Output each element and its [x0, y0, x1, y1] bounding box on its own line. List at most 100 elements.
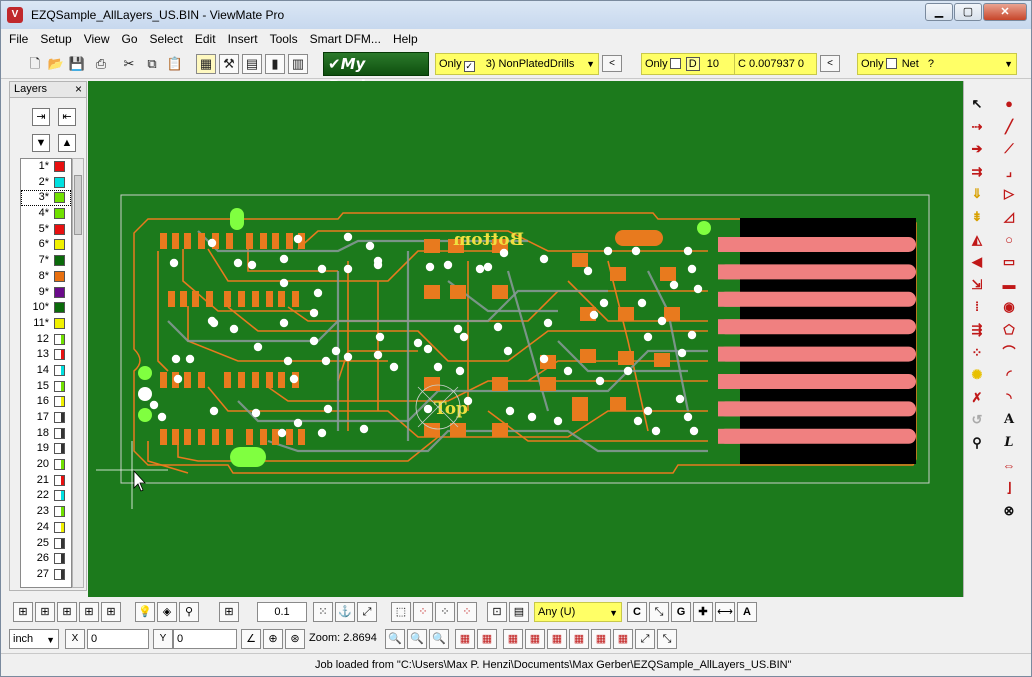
italic-text-icon[interactable]: L	[1004, 434, 1014, 450]
menu-edit[interactable]: Edit	[194, 32, 216, 46]
pin-icon[interactable]: ⚲	[179, 602, 199, 622]
expand-icon[interactable]: ⤡	[649, 602, 669, 622]
table-icon[interactable]: ▤	[509, 602, 529, 622]
layer-row[interactable]: 4*	[21, 206, 71, 222]
c-value[interactable]: C 0.007937 0	[734, 54, 804, 74]
origin-icon[interactable]: ⊛	[285, 629, 305, 649]
move-point-icon[interactable]: ⇢	[971, 118, 983, 134]
zoom-out-icon[interactable]: 🔍	[429, 629, 449, 649]
layer-color-swatch[interactable]	[54, 427, 65, 439]
layer-color-swatch[interactable]	[54, 255, 65, 267]
units-select[interactable]: inch ▼	[9, 629, 59, 649]
print-icon[interactable]: ⎙	[95, 56, 107, 71]
panel-2-icon[interactable]: ▦	[613, 629, 633, 649]
layer-row[interactable]: 8*	[21, 269, 71, 285]
light-bulb-icon[interactable]: 💡	[135, 602, 155, 622]
offset-icon[interactable]: ⇶	[971, 321, 983, 337]
mirror-icon[interactable]: ◭	[972, 231, 982, 247]
line-icon[interactable]: ╱	[1005, 118, 1013, 134]
layer-view-3-icon[interactable]: ⊞	[57, 602, 77, 622]
layer-color-swatch[interactable]	[54, 490, 65, 502]
layer-color-swatch[interactable]	[54, 521, 65, 533]
flash-icon[interactable]: ●	[1005, 96, 1013, 111]
menu-view[interactable]: View	[83, 32, 110, 46]
only-checkbox-2[interactable]	[669, 58, 681, 69]
measure-icon[interactable]: ⤢	[357, 602, 377, 622]
layer-color-swatch[interactable]	[54, 412, 65, 423]
layer-row[interactable]: 15	[21, 379, 71, 395]
scrollbar-thumb[interactable]	[74, 175, 82, 235]
layer-row[interactable]: 3*	[21, 190, 71, 207]
drill-4-icon[interactable]: ▦	[569, 629, 589, 649]
layer-expand-icon[interactable]: ⇤	[58, 108, 76, 126]
circle-icon[interactable]: ○	[1005, 231, 1013, 247]
layer-row[interactable]: 27	[21, 567, 71, 583]
corner-icon[interactable]: ⌋	[1006, 480, 1012, 496]
stretch-icon[interactable]: ⇲	[971, 276, 983, 292]
menu-smart-dfm[interactable]: Smart DFM...	[309, 32, 381, 46]
copper-icon[interactable]: C	[627, 602, 647, 622]
triangle-icon[interactable]: ◿	[1004, 208, 1014, 224]
probe-icon[interactable]: ⚲	[972, 434, 982, 450]
filled-rect-icon[interactable]: ▬	[1002, 276, 1016, 292]
paste-icon[interactable]: 📋	[166, 56, 184, 71]
layer-row[interactable]: 23	[21, 504, 71, 520]
component-icon[interactable]: ⚒	[219, 54, 239, 74]
layer-color-swatch[interactable]	[54, 459, 65, 471]
close-icon[interactable]: ×	[74, 82, 82, 96]
layer-row[interactable]: 12	[21, 332, 71, 348]
layer-row[interactable]: 16	[21, 394, 71, 410]
layer-view-5-icon[interactable]: ⊞	[101, 602, 121, 622]
layer-view-4-icon[interactable]: ⊞	[79, 602, 99, 622]
film-icon[interactable]: ▮	[265, 54, 285, 74]
move-up-icon[interactable]: ▲	[58, 134, 76, 152]
menu-file[interactable]: File	[9, 32, 29, 46]
rectangle-icon[interactable]: ▭	[1002, 254, 1016, 270]
copy-icon[interactable]: ⧉	[147, 56, 157, 71]
layer-color-swatch[interactable]	[54, 302, 65, 314]
minimize-button[interactable]: ▁	[925, 3, 953, 21]
layer-color-swatch[interactable]	[54, 349, 65, 361]
transform-icon[interactable]: ⤢	[635, 629, 655, 649]
arc-icon[interactable]: ⌒	[1002, 344, 1016, 360]
layer-row[interactable]: 7*	[21, 253, 71, 269]
layer-row[interactable]: 11*	[21, 316, 71, 332]
net-filter[interactable]: Only Net ? ▼	[857, 53, 1017, 75]
move-down-pad-icon[interactable]: ⇓	[971, 186, 983, 202]
layer-row[interactable]: 18	[21, 426, 71, 442]
select-arrow-icon[interactable]: ↖	[971, 96, 983, 111]
layer-stack-icon[interactable]: ▤	[242, 54, 262, 74]
transform-2-icon[interactable]: ⤡	[657, 629, 677, 649]
layer-color-swatch[interactable]	[54, 223, 65, 235]
pad-grid-icon[interactable]: ▦	[455, 629, 475, 649]
layer-collapse-icon[interactable]: ⇥	[32, 108, 50, 126]
pad-grid-2-icon[interactable]: ▦	[477, 629, 497, 649]
drill-2-icon[interactable]: ▦	[525, 629, 545, 649]
layer-color-swatch[interactable]	[54, 380, 65, 392]
layer-row[interactable]: 13	[21, 347, 71, 363]
h-dimension-icon[interactable]: ⟷	[715, 602, 735, 622]
flash-select-icon[interactable]: ⁘	[413, 602, 433, 622]
round-pad-icon[interactable]: ◉	[1003, 299, 1015, 315]
text-icon[interactable]: A	[1003, 412, 1015, 428]
prev-layer-button[interactable]: <	[602, 55, 622, 72]
layer-row[interactable]: 25	[21, 536, 71, 552]
dot-grid-icon[interactable]: ⁙	[313, 602, 333, 622]
layer-color-swatch[interactable]	[54, 239, 65, 251]
layer-color-swatch[interactable]	[54, 553, 65, 565]
array-icon[interactable]: ⁞	[974, 299, 980, 315]
rotate-icon[interactable]: ◀	[972, 254, 982, 270]
snap-icon[interactable]: ⚓	[335, 602, 355, 622]
menu-tools[interactable]: Tools	[269, 32, 298, 46]
report-icon[interactable]: ▥	[288, 54, 308, 74]
layer-filter[interactable]: Only✓ 3) NonPlatedDrills ▼	[435, 53, 599, 75]
layer-row[interactable]: 10*	[21, 300, 71, 316]
menu-select[interactable]: Select	[149, 32, 183, 46]
layer-row[interactable]: 2*	[21, 175, 71, 191]
panel-icon[interactable]: ▦	[591, 629, 611, 649]
shield-icon[interactable]: ◈	[157, 602, 177, 622]
layer-row[interactable]: 21	[21, 473, 71, 489]
my-design-button[interactable]: ✔My Design	[323, 52, 429, 95]
text-a-icon[interactable]: A	[737, 602, 757, 622]
d-value[interactable]: 10	[706, 58, 719, 70]
